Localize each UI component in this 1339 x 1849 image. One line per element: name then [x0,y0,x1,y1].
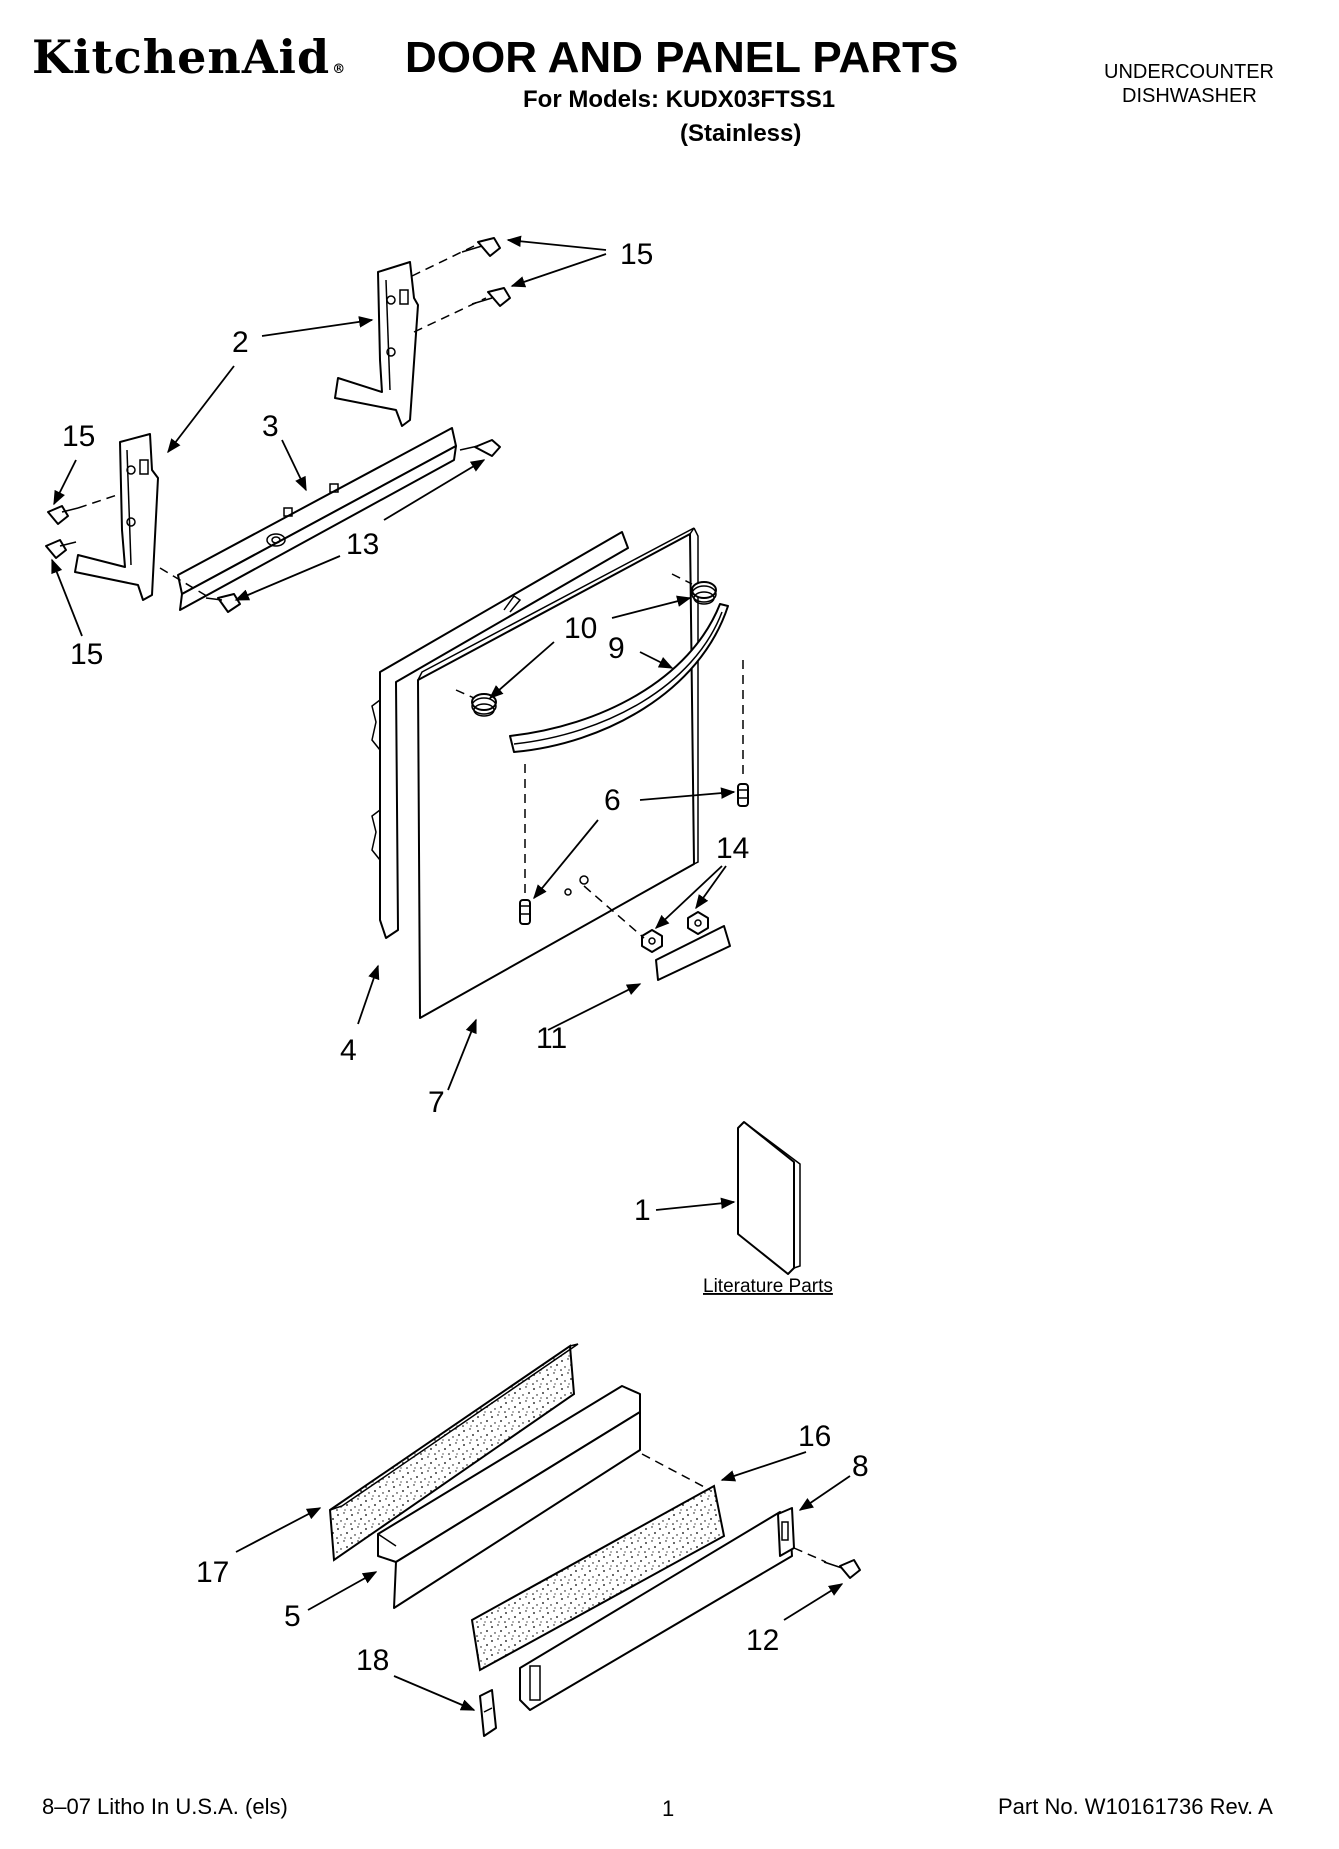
callout-17: 17 [196,1556,229,1589]
stud-right [737,783,749,807]
callout-6: 6 [604,784,621,817]
bracket-clip [777,1507,795,1557]
nut-left [641,929,663,953]
screw-15-left-upper [47,505,79,525]
appliance-type-line1: UNDERCOUNTER [1104,61,1274,83]
left-mounting-bracket [74,433,159,601]
callout-14: 14 [716,832,749,865]
door-handle [509,603,729,753]
callout-1: 1 [634,1194,651,1227]
litho-note: 8–07 Litho In U.S.A. (els) [42,1794,288,1819]
kick-plate [519,1511,793,1711]
support-channel [177,427,457,611]
foam-strip-lower [470,1484,726,1672]
screw-15-top [461,237,501,257]
page-title: DOOR AND PANEL PARTS [405,33,959,82]
model-variant: (Stainless) [680,120,802,147]
callout-4: 4 [340,1034,357,1067]
foam-strip-upper [328,1343,579,1562]
screw-15-middle [471,287,511,307]
toe-panel-bracket [377,1385,641,1609]
appliance-type-line2: DISHWASHER [1122,85,1257,107]
brand-logo: KitchenAid® [32,34,346,80]
callout-10: 10 [564,612,597,645]
callout-16: 16 [798,1420,831,1453]
right-mounting-bracket [334,261,419,427]
registered-mark: ® [332,62,347,77]
nut-right [687,911,709,935]
screw-13-right [459,439,501,457]
part-number-callouts: 15 2 3 15 13 15 10 9 6 14 4 11 7 1 16 8 … [62,238,869,1677]
outer-door-panel [371,531,629,939]
callout-12: 12 [746,1624,779,1657]
screw-12 [823,1559,861,1579]
callout-9: 9 [608,632,625,665]
callout-11: 11 [536,1022,567,1055]
screw-15-left-lower [45,539,77,559]
callout-8: 8 [852,1450,869,1483]
callout-13: 13 [346,528,379,561]
stud-left [519,899,531,925]
literature-parts [737,1121,801,1275]
leader-arrows [51,235,851,1711]
callout-7: 7 [428,1086,445,1119]
page-number: 1 [662,1796,675,1821]
models-line: For Models: KUDX03FTSS1 [523,86,836,113]
callout-5: 5 [284,1600,301,1633]
callout-15-top: 15 [620,238,653,271]
callout-2: 2 [232,326,249,359]
brand-name: KitchenAid [32,30,331,84]
callout-15-left-upper: 15 [62,420,95,453]
callout-15-left-lower: 15 [70,638,103,671]
literature-parts-caption: Literature Parts [703,1276,833,1297]
inner-door-panel [417,527,699,1019]
handle-end-cap [655,925,731,981]
callout-18: 18 [356,1644,389,1677]
screw-13-left [205,593,241,613]
callout-3: 3 [262,410,279,443]
handle-spacer-right [691,581,717,605]
document-part-number: Part No. W10161736 Rev. A [998,1794,1273,1819]
clip-18 [479,1689,497,1737]
